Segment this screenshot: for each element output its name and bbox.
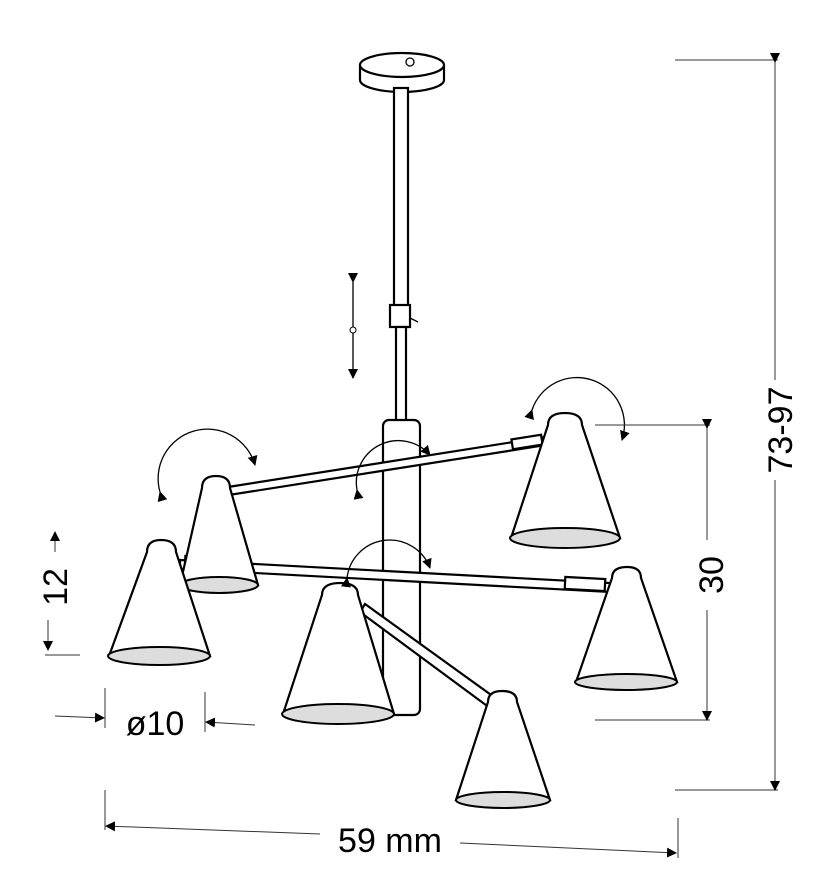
shade-diameter-label: ø10 bbox=[126, 705, 185, 743]
shade-bottom bbox=[454, 689, 552, 809]
dimension-total-height: 73-97 bbox=[675, 53, 800, 791]
spread-height-label: 30 bbox=[693, 556, 731, 594]
dimension-shade-height: 12 bbox=[37, 531, 80, 656]
total-width-label: 59 mm bbox=[338, 822, 442, 860]
shade-height-label: 12 bbox=[37, 568, 75, 606]
height-adjust-arrow bbox=[348, 273, 358, 379]
total-height-label: 73-97 bbox=[762, 387, 800, 474]
dimension-total-width: 59 mm bbox=[104, 790, 679, 860]
dimension-spread-height: 30 bbox=[595, 419, 731, 721]
shade-upper-left bbox=[178, 474, 260, 594]
shade-right bbox=[574, 565, 679, 691]
rotation-arrows bbox=[157, 376, 630, 588]
shade-center bbox=[281, 581, 396, 725]
dimension-shade-diameter: ø10 bbox=[54, 688, 256, 743]
canopy bbox=[358, 51, 446, 94]
shade-left bbox=[107, 538, 212, 666]
shade-top-right bbox=[509, 411, 622, 549]
